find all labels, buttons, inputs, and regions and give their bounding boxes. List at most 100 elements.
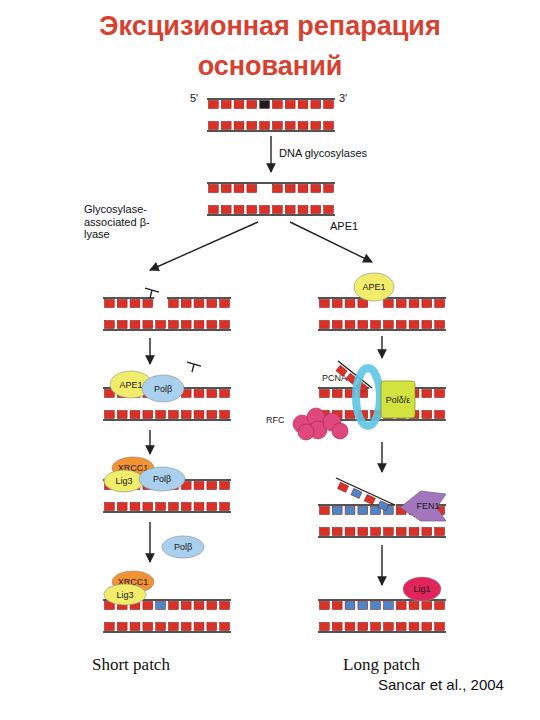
enzyme-chevron: FEN1 [400, 491, 446, 521]
dna-base [169, 602, 179, 610]
dna-base [169, 623, 179, 631]
shape [142, 375, 184, 402]
shape [381, 381, 415, 418]
dna-base [221, 101, 231, 109]
dna-base [422, 411, 432, 419]
dna-base [169, 411, 179, 419]
dna-base [105, 411, 115, 419]
dna-base [345, 507, 355, 515]
dna-base [332, 390, 342, 398]
dna-base [220, 602, 230, 610]
shape [139, 467, 185, 491]
dna-base [396, 321, 406, 329]
dna-base [260, 206, 270, 214]
dna-backbone [207, 98, 335, 99]
dna-base [358, 507, 368, 515]
dna-base [409, 321, 419, 329]
dna-base [221, 206, 231, 214]
dna-base [220, 482, 230, 490]
dna-base [273, 206, 283, 214]
dna-base [221, 185, 231, 193]
dna-base [260, 122, 270, 130]
dna-base [181, 411, 191, 419]
dna-base [247, 206, 257, 214]
dna-backbone [207, 182, 335, 183]
enzyme-blob: Polβ [162, 536, 204, 558]
enzyme-name: APE1 [354, 283, 394, 292]
dna-base [320, 300, 330, 308]
dna-backbone [192, 364, 194, 372]
sugar-remnant [187, 362, 201, 372]
dna-base [345, 300, 355, 308]
enzyme-blob: Lig1 [403, 577, 441, 601]
dna-base [384, 623, 394, 631]
enzyme-name: Lig3 [104, 477, 144, 486]
dna-backbone [318, 631, 446, 632]
dna-base [396, 300, 406, 308]
citation: Sancar et al., 2004 [378, 676, 504, 693]
step-arrow [149, 522, 150, 562]
dna-base [143, 602, 153, 610]
dna-base [384, 300, 394, 308]
shape [104, 584, 146, 605]
shape [356, 368, 380, 426]
dna-base [247, 122, 257, 130]
dna-base [364, 495, 375, 505]
dna-base [332, 507, 342, 515]
dna-base [220, 300, 230, 308]
dna-base [285, 101, 295, 109]
step-arrow [149, 430, 150, 454]
dna-base [105, 623, 115, 631]
dna-base [285, 185, 295, 193]
dna-base [338, 482, 349, 492]
dna-backbone [318, 536, 446, 537]
enzyme-label: APE1 [330, 220, 358, 233]
dna-backbone [150, 290, 152, 298]
dna-backbone [207, 214, 335, 215]
dna-base [332, 300, 342, 308]
dna-base [220, 390, 230, 398]
dna-base [332, 528, 342, 536]
dna-base [143, 321, 153, 329]
dna-base [156, 623, 166, 631]
dna-backbone [103, 329, 231, 330]
enzyme-blob: Lig3 [104, 470, 144, 492]
dna-base [396, 528, 406, 536]
dna-backbone [207, 130, 335, 131]
dna-base [298, 185, 308, 193]
dna-base [207, 390, 217, 398]
dna-base [181, 321, 191, 329]
dna-base [194, 623, 204, 631]
dna-base [130, 300, 140, 308]
dna-base [117, 411, 127, 419]
dna-duplex [207, 183, 335, 215]
dna-base [273, 122, 283, 130]
enzyme-label: DNA glycosylases [279, 147, 367, 160]
step-arrow [381, 336, 382, 358]
dna-base [358, 602, 368, 610]
dna-base [298, 206, 308, 214]
dna-base [130, 411, 140, 419]
dna-base [409, 623, 419, 631]
dna-base [409, 300, 419, 308]
dna-base [324, 122, 334, 130]
dna-base [435, 602, 445, 610]
sugar-remnant [145, 288, 159, 298]
dna-base [320, 321, 330, 329]
enzyme-name: Polβ [142, 384, 184, 393]
enzyme-name: PCNA [322, 374, 347, 383]
dna-base [105, 300, 115, 308]
dna-base [207, 482, 217, 490]
pathway-label: Short patch [92, 655, 170, 675]
dna-base [345, 321, 355, 329]
dna-base [143, 623, 153, 631]
dna-base [156, 503, 166, 511]
title: Эксцизионная репарация оснований [60, 6, 480, 86]
dna-backbone [382, 297, 446, 298]
dna-base [194, 321, 204, 329]
step-arrow [381, 545, 382, 585]
dna-base [422, 321, 432, 329]
dna-base [324, 185, 334, 193]
dna-base [194, 411, 204, 419]
dna-backbone [103, 297, 154, 298]
